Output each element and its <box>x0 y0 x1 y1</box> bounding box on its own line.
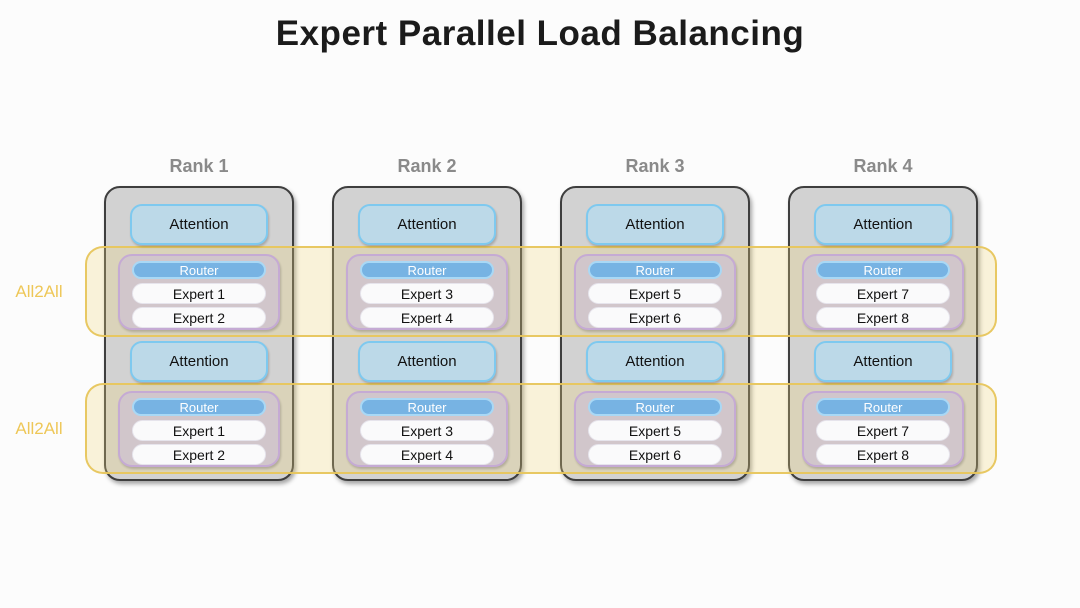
rank-label: Rank 2 <box>397 156 457 176</box>
router-block: Router <box>360 261 494 279</box>
router-block: Router <box>816 398 950 416</box>
moe-group: Router Expert 7 Expert 8 <box>802 254 964 330</box>
rank-label: Rank 1 <box>169 156 229 176</box>
expert-block: Expert 1 <box>132 283 266 304</box>
router-block: Router <box>360 398 494 416</box>
expert-block: Expert 2 <box>132 307 266 328</box>
expert-block: Expert 7 <box>816 283 950 304</box>
expert-block: Expert 2 <box>132 444 266 465</box>
moe-group: Router Expert 1 Expert 2 <box>118 254 280 330</box>
moe-group: Router Expert 7 Expert 8 <box>802 391 964 467</box>
attention-block: Attention <box>586 204 724 245</box>
rank-column-4: Rank 4 Attention Router Expert 7 Expert … <box>788 156 978 496</box>
expert-block: Expert 8 <box>816 444 950 465</box>
expert-block: Expert 8 <box>816 307 950 328</box>
expert-block: Expert 6 <box>588 307 722 328</box>
expert-block: Expert 7 <box>816 420 950 441</box>
router-block: Router <box>588 398 722 416</box>
rank-column-1: Rank 1 Attention Router Expert 1 Expert … <box>104 156 294 496</box>
rank-label: Rank 3 <box>625 156 685 176</box>
moe-group: Router Expert 5 Expert 6 <box>574 254 736 330</box>
attention-block: Attention <box>358 204 496 245</box>
attention-block: Attention <box>130 341 268 382</box>
expert-block: Expert 5 <box>588 420 722 441</box>
diagram-title: Expert Parallel Load Balancing <box>275 14 805 53</box>
expert-block: Expert 4 <box>360 444 494 465</box>
router-block: Router <box>132 261 266 279</box>
moe-group: Router Expert 3 Expert 4 <box>346 254 508 330</box>
router-block: Router <box>588 261 722 279</box>
rank-label: Rank 4 <box>853 156 913 176</box>
rank-column-3: Rank 3 Attention Router Expert 5 Expert … <box>560 156 750 496</box>
expert-block: Expert 4 <box>360 307 494 328</box>
attention-block: Attention <box>358 341 496 382</box>
attention-block: Attention <box>586 341 724 382</box>
moe-group: Router Expert 1 Expert 2 <box>118 391 280 467</box>
attention-block: Attention <box>814 204 952 245</box>
expert-block: Expert 3 <box>360 283 494 304</box>
moe-group: Router Expert 5 Expert 6 <box>574 391 736 467</box>
moe-group: Router Expert 3 Expert 4 <box>346 391 508 467</box>
expert-block: Expert 3 <box>360 420 494 441</box>
attention-block: Attention <box>130 204 268 245</box>
router-block: Router <box>816 261 950 279</box>
expert-block: Expert 6 <box>588 444 722 465</box>
expert-block: Expert 1 <box>132 420 266 441</box>
attention-block: Attention <box>814 341 952 382</box>
rank-column-2: Rank 2 Attention Router Expert 3 Expert … <box>332 156 522 496</box>
expert-block: Expert 5 <box>588 283 722 304</box>
all2all-label-2: All2All <box>15 418 63 438</box>
all2all-label-1: All2All <box>15 281 63 301</box>
router-block: Router <box>132 398 266 416</box>
